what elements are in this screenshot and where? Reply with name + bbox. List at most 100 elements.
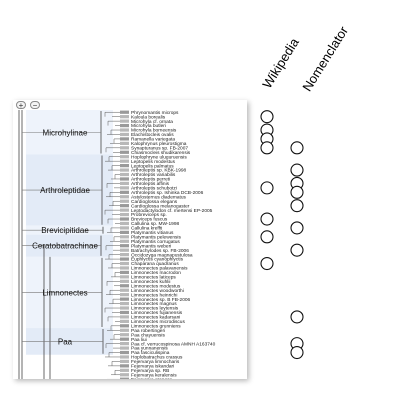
leaf-swatch (120, 164, 129, 168)
leaf-swatch (120, 199, 129, 203)
species-label: Cardioglossa elegans (131, 199, 178, 205)
species-label: Arthroleptis perreti (131, 177, 170, 183)
leaf-swatch (120, 333, 129, 337)
species-label: Limnonectes magnus (131, 301, 177, 307)
leaf-swatch (120, 177, 129, 181)
species-label: Elachistocleis ovalis (131, 132, 174, 138)
collapse-button[interactable]: + (16, 101, 26, 110)
species-label: Limnonectes woodworthi (131, 288, 184, 294)
tree-toolbar: + − (13, 100, 247, 110)
leaf-swatch (120, 221, 129, 226)
leaf-swatch (120, 141, 129, 145)
leaf-swatch (120, 123, 129, 128)
leaf-swatch (120, 212, 129, 217)
leaf-swatch (120, 328, 129, 332)
leaf-swatch (120, 150, 129, 154)
species-label: Limnonectes kuhlii (131, 279, 170, 285)
species-label: Kalophrynus pleurostigma (131, 141, 187, 147)
leaf-swatch (120, 217, 129, 221)
wikipedia-mark (260, 110, 274, 124)
leaf-swatch (120, 306, 129, 310)
species-label: Paa robertingeri (131, 328, 165, 334)
species-label: Hoplobatrachus crassus (131, 355, 183, 361)
species-label: Batrachylodes sp. FB-2006 (131, 248, 189, 254)
species-label: Paa fasciculispina (131, 350, 170, 356)
species-label: Fejervarya iskandari (131, 364, 174, 370)
species-label: Limnonectes sp. B FB-2006 (131, 297, 191, 303)
species-label: Chaparana quadranus (131, 261, 179, 267)
wikipedia-mark (260, 212, 274, 226)
leaf-swatch (120, 248, 129, 252)
leaf-swatch (120, 301, 129, 306)
leaf-swatch (120, 155, 129, 159)
leaf-swatch (120, 288, 129, 292)
nomenclator-mark (290, 141, 304, 155)
species-label: Arthroleptis schubotzi (131, 186, 177, 192)
species-label: Limnonectes heinrichi (131, 292, 177, 298)
leaf-swatch (120, 315, 129, 319)
species-label: Astylosternus diadematus (131, 194, 187, 200)
species-label: Cardioglossa melanogaster (131, 203, 190, 209)
species-label: Limnonectes kadarsani (131, 315, 180, 321)
nomenclator-mark (290, 176, 304, 190)
nomenclator-mark (290, 199, 304, 213)
species-label: Limnonectes leytensis (131, 306, 179, 312)
clade-label: Paa (58, 337, 73, 346)
species-label: Breviceps fuscus (131, 217, 168, 223)
leaf-swatch (120, 275, 129, 279)
leaf-swatch (120, 119, 129, 123)
leaf-swatch (120, 359, 129, 364)
clade-label: Brevicipitidae (41, 226, 89, 235)
nomenclator-column-header: Nomenclator (299, 23, 352, 94)
leaf-swatch (120, 168, 129, 172)
leaf-swatch (120, 373, 129, 377)
leaf-swatch (120, 257, 129, 261)
species-label: Limnonectes macrodon (131, 270, 181, 276)
leaf-swatch (120, 342, 129, 346)
species-label: Fejervarya limnocharis (131, 359, 180, 365)
leaf-swatch (120, 253, 129, 257)
species-label: Arthroleptis variabilis (131, 172, 176, 178)
expand-button[interactable]: − (30, 101, 40, 110)
leaf-swatch (120, 355, 129, 359)
species-label: Euphlyctis cyanophlyctis (131, 257, 184, 263)
species-label: Leptopelis palmatus (131, 163, 174, 169)
species-label: Microhyla cf. ornata (131, 119, 173, 125)
species-label: Phrynomantis microps (131, 110, 179, 116)
leaf-swatch (120, 368, 129, 372)
species-label: Platymantis pelewensis (131, 234, 181, 240)
leaf-swatch (120, 284, 129, 288)
species-label: Arthroleptis sp. KBK-1998 (131, 168, 187, 174)
leaf-swatch (120, 319, 129, 323)
wikipedia-mark (260, 230, 274, 244)
wikipedia-mark (260, 256, 274, 271)
leaf-swatch (120, 261, 129, 266)
wikipedia-mark (260, 181, 274, 195)
wikipedia-mark (260, 132, 274, 146)
nomenclator-mark (290, 221, 304, 235)
leaf-swatch (120, 239, 129, 243)
leaf-swatch (120, 208, 129, 212)
leaf-swatch (120, 204, 129, 208)
clade-label: Arthroleptidae (40, 186, 90, 195)
clade-label: Ceratobatrachinae (32, 242, 98, 251)
species-label: Limnonectes laticeps (131, 275, 176, 281)
species-label: Platymantis weberi (131, 243, 171, 249)
leaf-swatch (120, 226, 129, 230)
leaf-swatch (120, 172, 129, 177)
species-label: Paa yunnanensis (131, 346, 168, 352)
leaf-swatch (120, 244, 129, 248)
nomenclator-mark (290, 337, 304, 351)
leaf-swatch (120, 110, 129, 114)
species-label: Limnonectes grunniens (131, 323, 181, 329)
leaf-swatch (120, 377, 129, 379)
leaf-swatch (120, 195, 129, 199)
species-label: Callulina sp. MW-1998 (131, 221, 180, 227)
species-label: Fejervarya keralensis (131, 372, 177, 378)
leaf-swatch (120, 279, 129, 283)
species-label: Kaloula borealis (131, 114, 166, 120)
species-label: Limnonectes fujianensis (131, 310, 183, 316)
clade-label: Limnonectes (42, 288, 87, 297)
nomenclator-mark (290, 163, 304, 177)
